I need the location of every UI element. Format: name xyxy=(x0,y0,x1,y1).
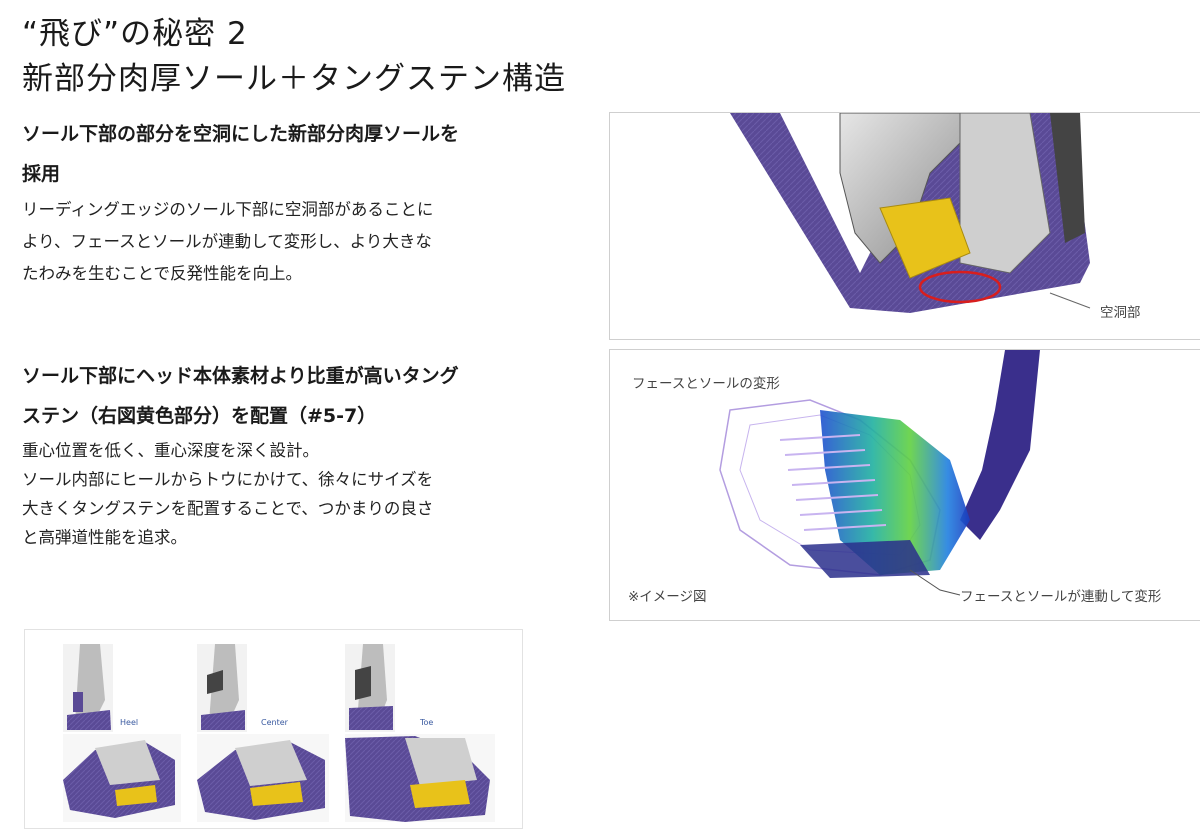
section2-body-line4: と高弾道性能を追求。 xyxy=(22,528,187,547)
hollow-callout-label: 空洞部 xyxy=(1100,305,1141,321)
tungsten-placement-illustration xyxy=(63,644,495,822)
hollow-callout-circle xyxy=(918,270,1002,304)
heel-panel xyxy=(63,644,181,822)
figure-tungsten-placement: Heel Center Toe xyxy=(24,629,523,829)
page-title-line1: “飛び”の秘密 2 xyxy=(22,16,248,52)
center-panel xyxy=(197,644,329,822)
section-hollow-sole: ソール下部の部分を空洞にした新部分肉厚ソールを 採用 リーディングエッジのソール… xyxy=(22,114,562,290)
label-toe: Toe xyxy=(420,718,434,727)
deformation-title: フェースとソールの変形 xyxy=(632,376,780,392)
section-tungsten: ソール下部にヘッド本体素材より比重が高いタング ステン（右図黄色部分）を配置（#… xyxy=(22,356,562,552)
section1-body-line2: より、フェースとソールが連動して変形し、より大きな xyxy=(22,232,432,251)
section1-heading-line2: 採用 xyxy=(22,163,61,185)
section2-heading-line2: ステン（右図黄色部分）を配置（#5-7） xyxy=(22,405,377,427)
section2-heading-line1: ソール下部にヘッド本体素材より比重が高いタング xyxy=(22,365,459,387)
section1-heading-line1: ソール下部の部分を空洞にした新部分肉厚ソールを xyxy=(22,123,460,145)
deformation-illustration xyxy=(719,350,1040,596)
section2-body-line3: 大きくタングステンを配置することで、つかまりの良さ xyxy=(22,499,434,518)
page-title-line2: 新部分肉厚ソール＋タングステン構造 xyxy=(22,61,566,97)
section1-body-line1: リーディングエッジのソール下部に空洞部があることに xyxy=(22,200,434,219)
image-note: ※イメージ図 xyxy=(628,589,707,605)
section2-body-line2: ソール内部にヒールからトウにかけて、徐々にサイズを xyxy=(22,470,434,489)
hollow-sole-illustration xyxy=(730,113,1091,313)
section2-body-line1: 重心位置を低く、重心深度を深く設計。 xyxy=(22,441,319,460)
deformation-callout: フェースとソールが連動して変形 xyxy=(960,589,1162,605)
toe-panel xyxy=(345,644,495,822)
label-heel: Heel xyxy=(120,718,139,727)
label-center: Center xyxy=(261,718,288,727)
section1-body-line3: たわみを生むことで反発性能を向上。 xyxy=(22,264,303,283)
figure-hollow-sole: 空洞部 xyxy=(609,112,1200,340)
figure-deformation: フェースとソールの変形 ※イメージ図 フェースとソールが連動して変形 xyxy=(609,349,1200,621)
